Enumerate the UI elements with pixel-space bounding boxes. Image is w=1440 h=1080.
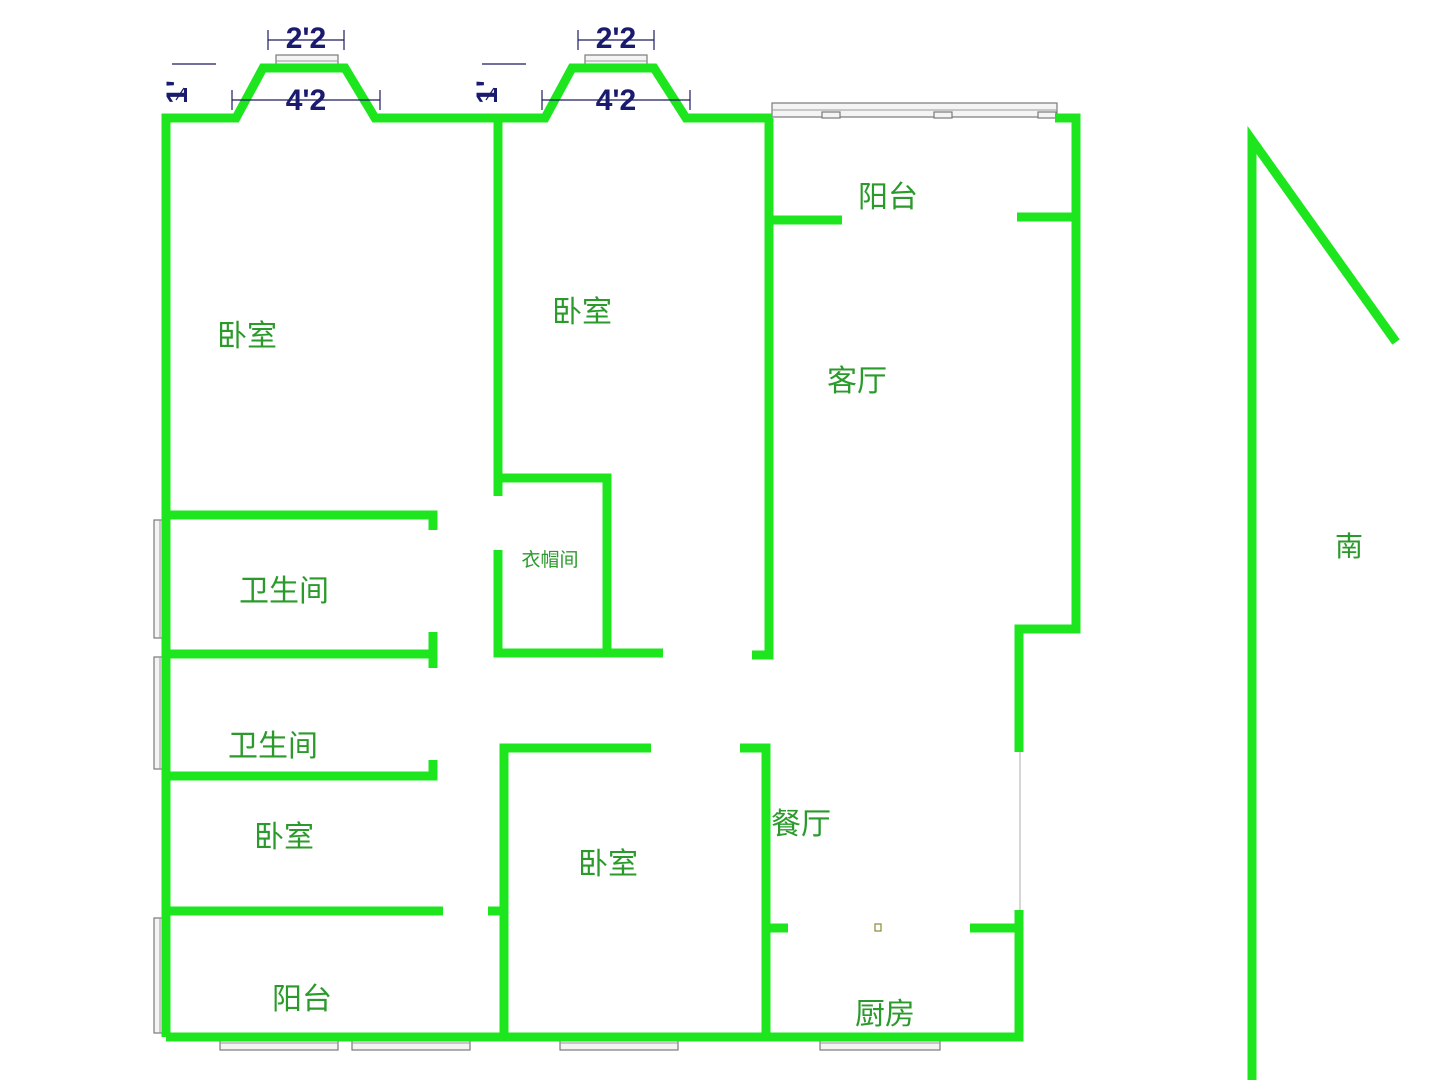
label-bathroom-1: 卫生间: [239, 574, 329, 609]
outer-wall-right-top: [1014, 113, 1081, 752]
wall-living-left: [752, 118, 774, 660]
wall-cloakroom: [498, 473, 663, 658]
label-cloakroom: 衣帽间: [521, 549, 578, 571]
label-dining-room: 餐厅: [771, 807, 831, 842]
room-labels: 卧室 卧室 阳台 客厅 衣帽间 卫生间 卫生间 卧室 卧室 餐厅 阳台 厨房: [217, 180, 918, 1032]
label-bathroom-2: 卫生间: [228, 729, 318, 764]
label-bedroom-lower-middle: 卧室: [578, 847, 638, 882]
label-kitchen: 厨房: [855, 997, 915, 1032]
compass: 南: [1247, 125, 1400, 1080]
compass-south-label: 南: [1335, 530, 1363, 563]
wall-bathroom-1: [166, 510, 438, 530]
wall-bathroom-2: [166, 760, 438, 781]
bay2-top-dimension: 2'2: [596, 22, 637, 55]
label-balcony-bottom: 阳台: [272, 982, 332, 1017]
dimensions: 2'2 4'2 1' 2'2 4'2 1': [161, 22, 691, 117]
wall-lower-middle-bedroom: [499, 743, 651, 1037]
bay2-bottom-dimension: 4'2: [596, 84, 637, 117]
bay1-bottom-dimension: 4'2: [286, 84, 327, 117]
bay2-side-dimension: 1': [471, 80, 504, 104]
label-balcony-top: 阳台: [858, 180, 918, 215]
compass-arrow: [1247, 125, 1400, 1080]
walls: [161, 63, 1081, 1042]
label-bedroom-lower-left: 卧室: [254, 820, 314, 855]
bay1-top-dimension: 2'2: [286, 22, 327, 55]
wall-dining: [740, 743, 771, 1037]
bay1-side-dimension: 1': [161, 80, 194, 104]
outer-wall-top: [161, 63, 772, 1037]
kitchen-marker: [874, 923, 882, 932]
label-living-room: 客厅: [827, 364, 887, 399]
outer-wall-right-bottom: [166, 910, 1024, 1042]
label-bedroom-top-left: 卧室: [217, 319, 277, 354]
wall-bathroom-divider: [166, 632, 438, 659]
label-bedroom-top-middle: 卧室: [552, 295, 612, 330]
